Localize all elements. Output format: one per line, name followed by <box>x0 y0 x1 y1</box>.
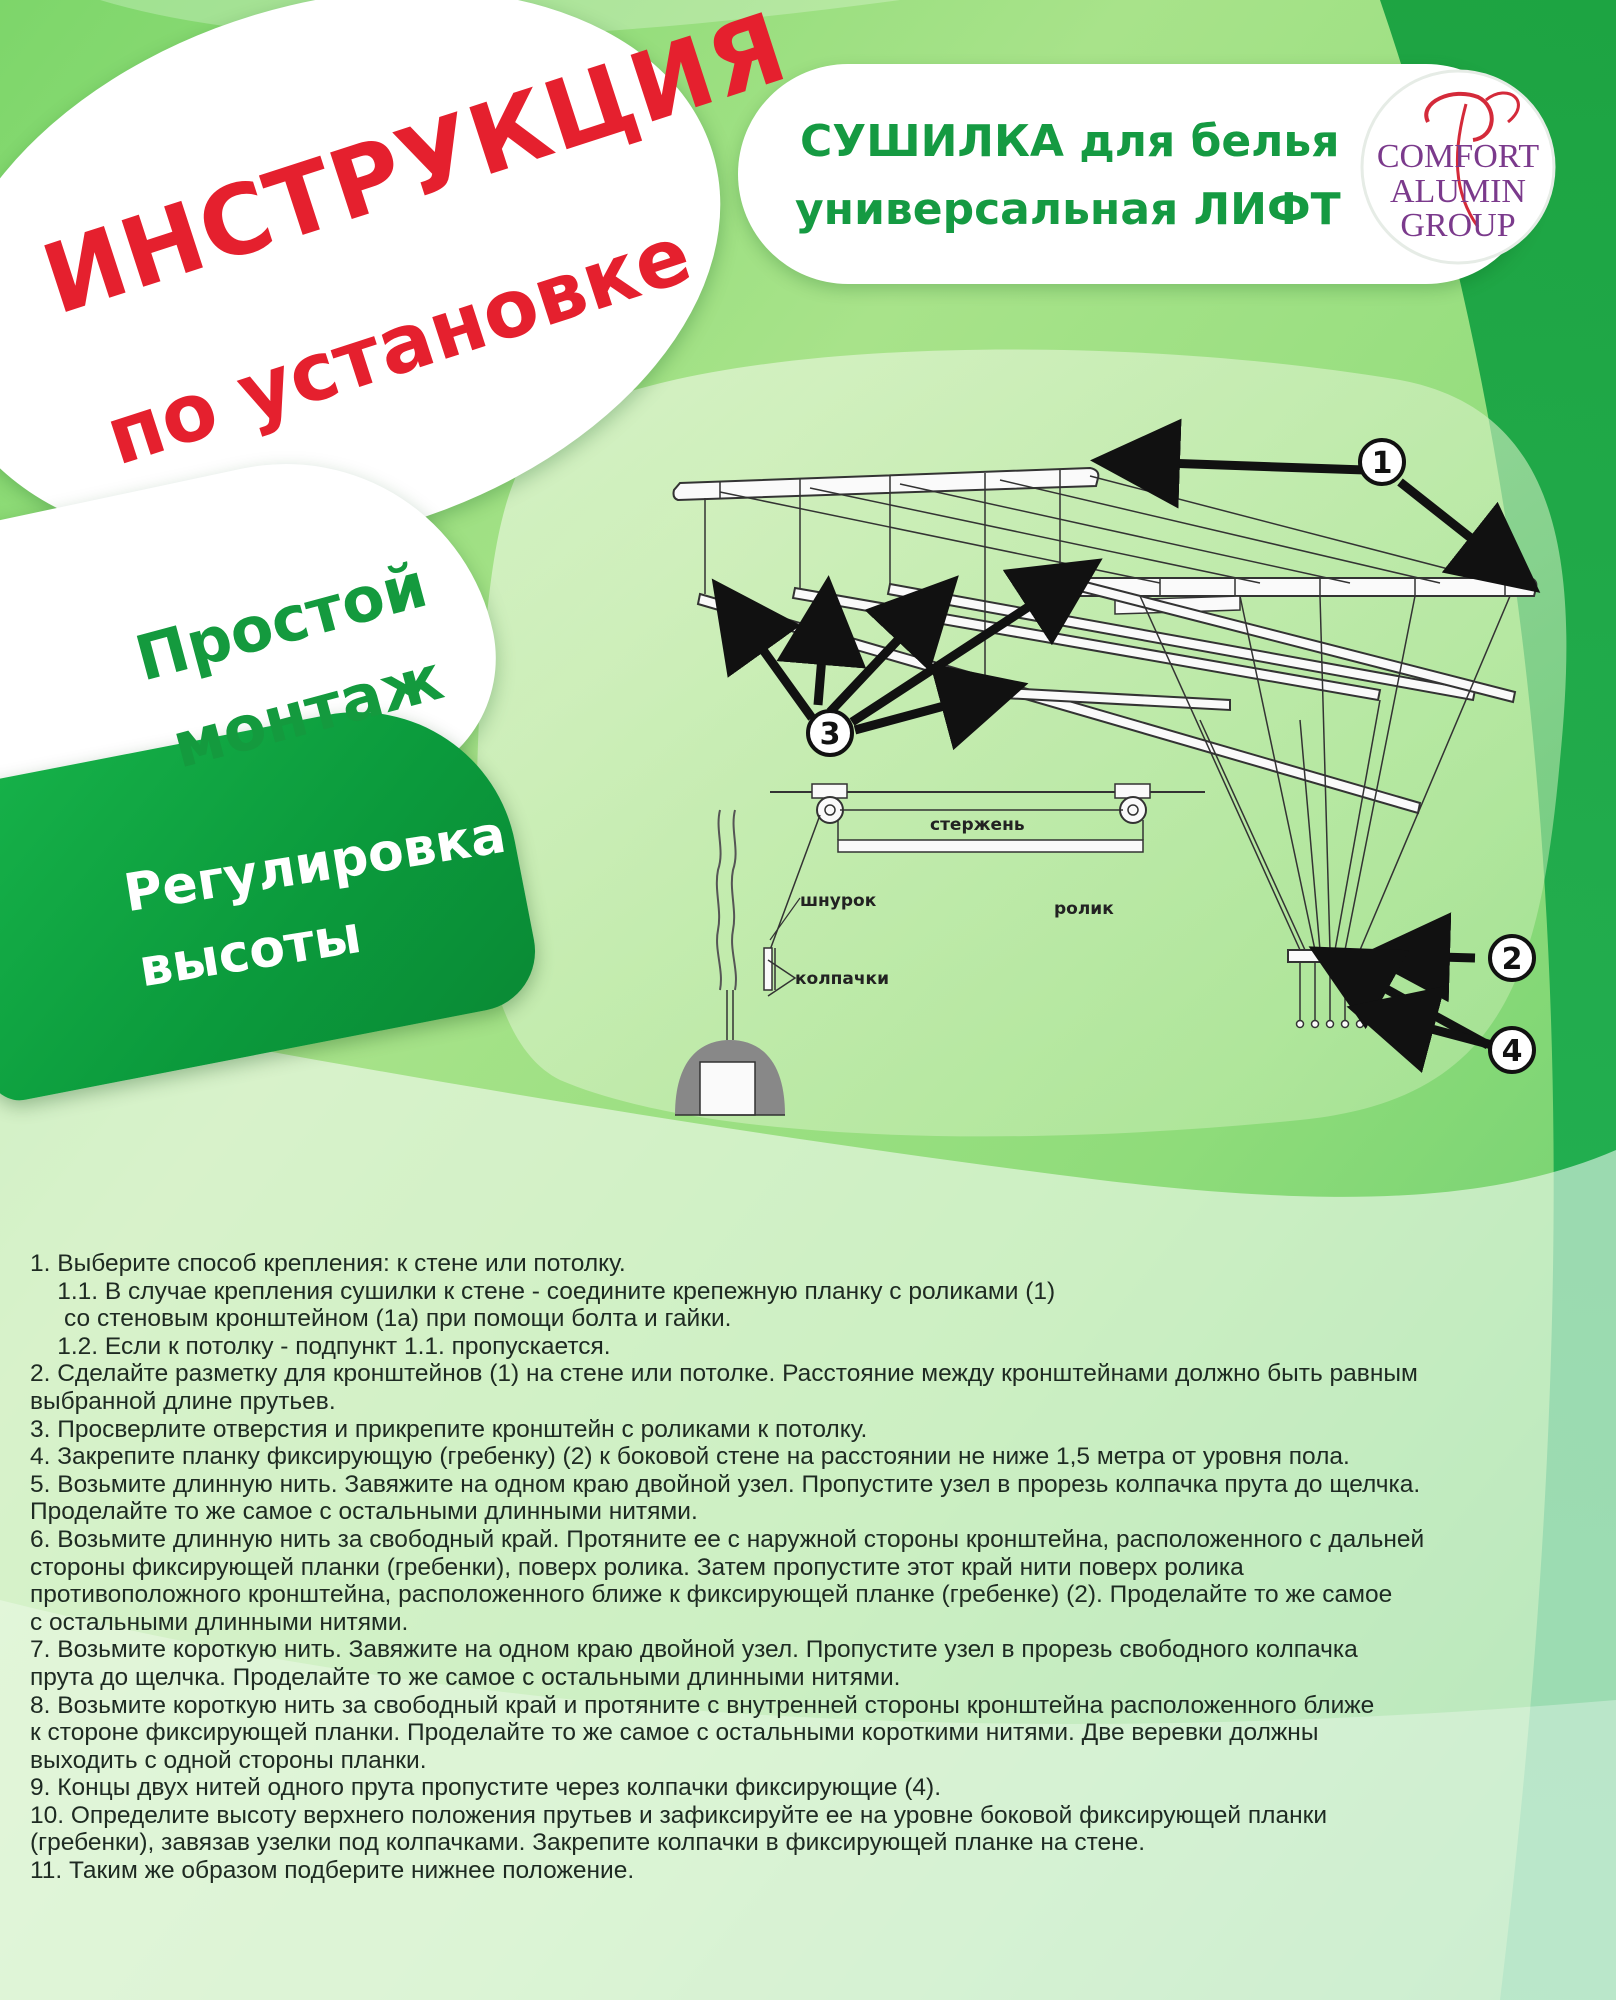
instruction-line: выбранной длине прутьев. <box>30 1387 336 1415</box>
instruction-line: (гребенки), завязав узелки под колпачкам… <box>30 1829 1146 1857</box>
instruction-line: 4. Закрепите планку фиксирующую (гребенк… <box>30 1443 1350 1471</box>
instruction-line: стороны фиксирующей планки (гребенки), п… <box>30 1553 1244 1581</box>
instruction-line: 1.2. Если к потолку - подпункт 1.1. проп… <box>30 1332 611 1360</box>
callout-arrows <box>711 418 1541 1074</box>
hanging-cords <box>704 475 1511 951</box>
instruction-line: с остальными длинными нитями. <box>30 1608 409 1636</box>
instruction-line: 5. Возьмите длинную нить. Завяжите на од… <box>30 1470 1421 1498</box>
callout-3: 3 <box>820 717 841 752</box>
callout-2: 2 <box>1502 942 1523 977</box>
instruction-line: 3. Просверлите отверстия и прикрепите кр… <box>30 1415 868 1443</box>
instruction-line: выходить с одной стороны планки. <box>30 1746 427 1774</box>
callout-4: 4 <box>1502 1034 1523 1069</box>
instruction-line: 9. Концы двух нитей одного прута пропуст… <box>30 1774 942 1802</box>
logo-line2: ALUMIN <box>1390 173 1526 210</box>
instruction-line: 8. Возьмите короткую нить за свободный к… <box>30 1691 1375 1719</box>
logo-line1: COMFORT <box>1377 138 1540 175</box>
counterweight <box>675 809 785 1116</box>
label-roller: ролик <box>1054 899 1114 919</box>
logo-line3: GROUP <box>1400 207 1515 244</box>
instructions-list: 1. Выберите способ крепления: к стене ил… <box>30 1250 1600 1885</box>
label-cord: шнурок <box>800 891 877 911</box>
instruction-line: со стеновым кронштейном (1а) при помощи … <box>30 1305 732 1333</box>
instruction-line: 7. Возьмите короткую нить. Завяжите на о… <box>30 1636 1358 1664</box>
instruction-line: 6. Возьмите длинную нить за свободный кр… <box>30 1525 1425 1553</box>
detail-view: стержень шнурок ролик колпачки <box>763 783 1205 997</box>
instruction-line: прута до щелчка. Проделайте то же самое … <box>30 1663 901 1691</box>
instruction-line: 2. Сделайте разметку для кронштейнов (1)… <box>30 1360 1418 1388</box>
instruction-line: 10. Определите высоту верхнего положения… <box>30 1801 1328 1829</box>
instruction-line: 1.1. В случае крепления сушилки к стене … <box>30 1277 1056 1305</box>
instruction-line: к стороне фиксирующей планки. Проделайте… <box>30 1719 1319 1747</box>
company-logo: COMFORT ALUMIN GROUP <box>1360 69 1556 265</box>
label-caps: колпачки <box>795 969 889 989</box>
instruction-line: противоположного кронштейна, расположенн… <box>30 1581 1393 1609</box>
instruction-line: 1. Выберите способ крепления: к стене ил… <box>30 1250 626 1277</box>
product-name-line2: универсальная ЛИФТ <box>795 184 1341 235</box>
callout-1: 1 <box>1372 446 1393 481</box>
instruction-line: 11. Таким же образом подберите нижнее по… <box>30 1857 635 1885</box>
product-name-line1: СУШИЛКА для белья <box>800 116 1340 167</box>
instruction-line: Проделайте то же самое с остальными длин… <box>30 1498 698 1526</box>
callout-circles: 1 3 2 4 <box>806 438 1536 1074</box>
label-rod: стержень <box>930 815 1025 835</box>
